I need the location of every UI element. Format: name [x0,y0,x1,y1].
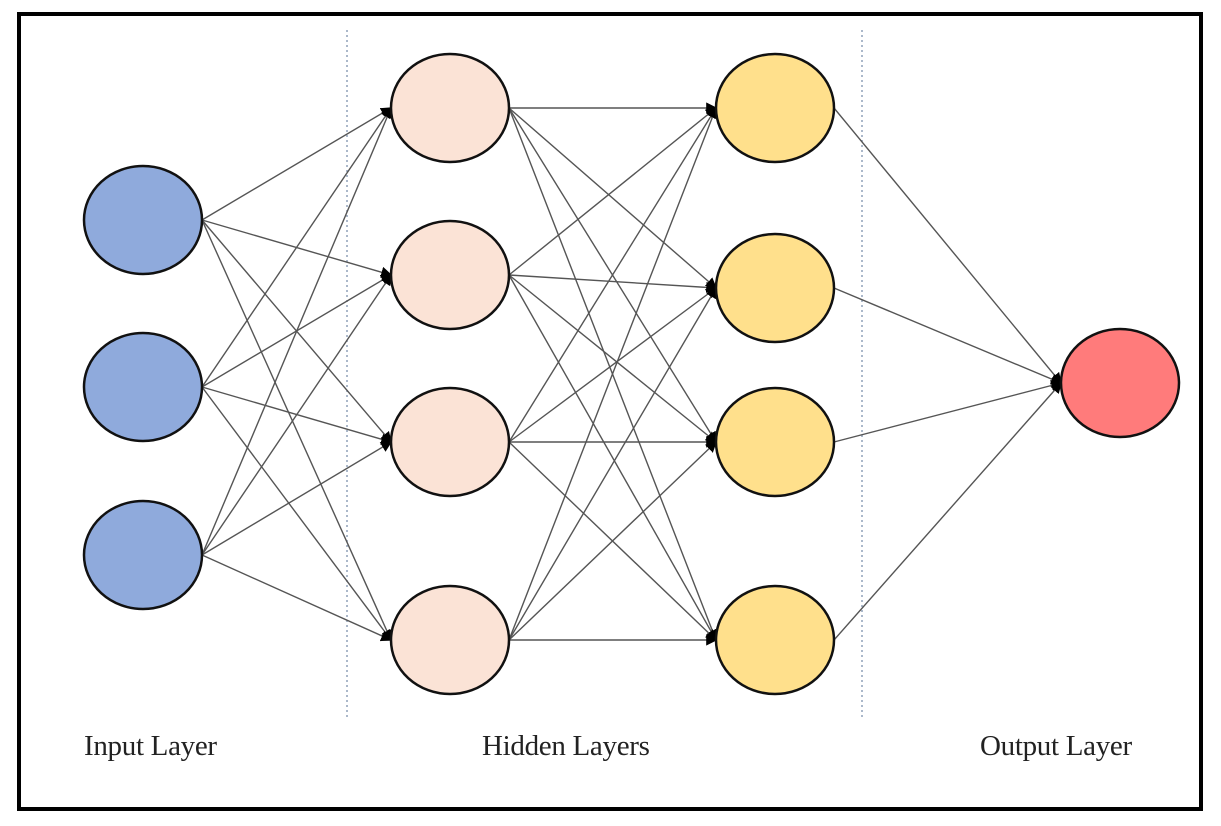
input-node-1 [82,164,204,276]
input-layer-label: Input Layer [84,730,217,762]
hidden1-node-4 [389,584,511,696]
edge-hidden1-3-to-hidden2-1 [508,106,717,443]
edge-hidden1-2-to-hidden2-4 [508,274,717,642]
edge-input-3-to-hidden1-1 [201,106,393,556]
edge-input-3-to-hidden1-2 [201,273,392,556]
edge-hidden2-2-to-output-1 [833,287,1063,385]
edge-input-1-to-hidden1-4 [201,219,393,642]
edge-hidden1-4-to-hidden2-1 [508,106,718,641]
hidden1-node-1 [389,52,511,164]
hidden1-node-3 [389,386,511,498]
edge-hidden2-4-to-output-1 [833,381,1062,641]
edge-hidden1-4-to-hidden2-2 [508,286,717,641]
diagram-frame [17,12,1203,811]
edge-input-2-to-hidden1-4 [201,386,392,642]
hidden2-node-1 [714,52,836,164]
edge-hidden1-2-to-hidden2-1 [508,107,718,276]
hidden-layers-label: Hidden Layers [482,730,650,762]
edge-hidden2-1-to-output-1 [833,107,1062,385]
edge-input-3-to-hidden1-4 [201,554,393,642]
output-layer-label: Output Layer [980,730,1132,762]
hidden2-node-3 [714,386,836,498]
edge-hidden1-2-to-hidden2-2 [508,274,718,293]
edge-hidden1-1-to-hidden2-2 [508,107,718,289]
edge-hidden1-4-to-hidden2-3 [508,441,718,641]
edge-input-2-to-hidden1-1 [201,106,392,388]
input-node-3 [82,499,204,611]
edge-hidden2-3-to-output-1 [833,380,1063,443]
edge-input-3-to-hidden1-3 [201,441,393,556]
hidden1-node-2 [389,219,511,331]
edge-hidden1-3-to-hidden2-2 [508,287,718,443]
output-node-1 [1059,327,1181,439]
hidden2-node-4 [714,584,836,696]
edge-hidden1-2-to-hidden2-3 [508,274,718,443]
hidden2-node-2 [714,232,836,344]
input-node-2 [82,331,204,443]
edge-input-1-to-hidden1-1 [201,107,393,221]
